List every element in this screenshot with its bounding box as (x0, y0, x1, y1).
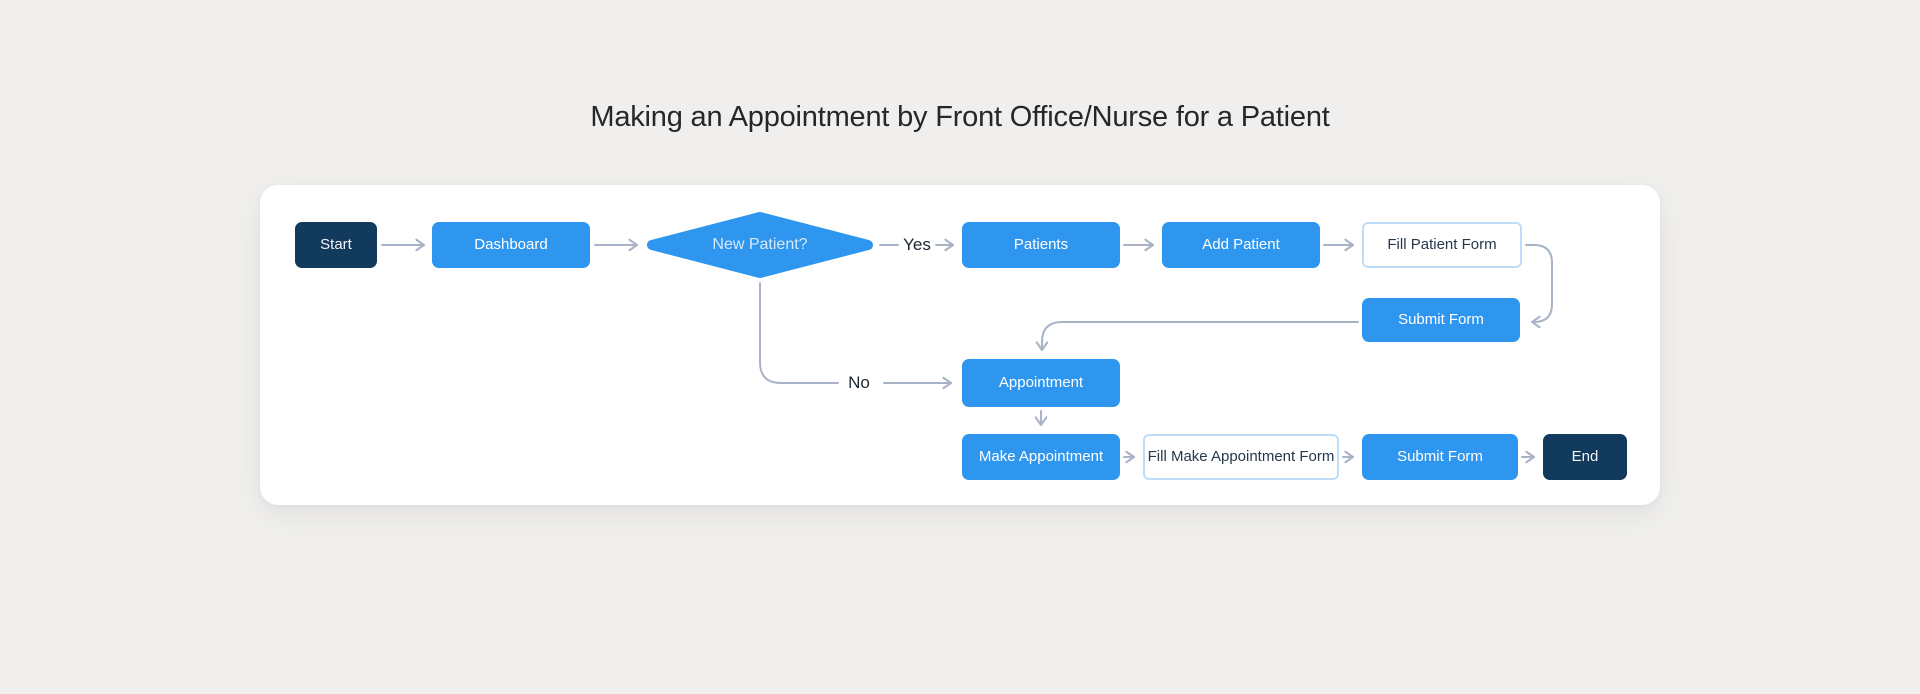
decision-label: New Patient? (712, 235, 808, 253)
decision-diamond-shape (647, 212, 873, 278)
node-start: Start (295, 222, 377, 268)
node-fill-make-appointment-form: Fill Make Appointment Form (1143, 434, 1339, 480)
diagram-title: Making an Appointment by Front Office/Nu… (590, 101, 1330, 133)
edge-label-yes: Yes (903, 235, 931, 254)
node-new-patient-decision: New Patient? (646, 211, 874, 279)
node-submit-form-bottom: Submit Form (1362, 434, 1518, 480)
node-dashboard: Dashboard (432, 222, 590, 268)
node-appointment: Appointment (962, 359, 1120, 407)
node-patients: Patients (962, 222, 1120, 268)
node-add-patient: Add Patient (1162, 222, 1320, 268)
node-make-appointment: Make Appointment (962, 434, 1120, 480)
edge-label-no: No (848, 373, 870, 392)
node-end: End (1543, 434, 1627, 480)
node-fill-patient-form: Fill Patient Form (1362, 222, 1522, 268)
node-submit-form-top: Submit Form (1362, 298, 1520, 342)
